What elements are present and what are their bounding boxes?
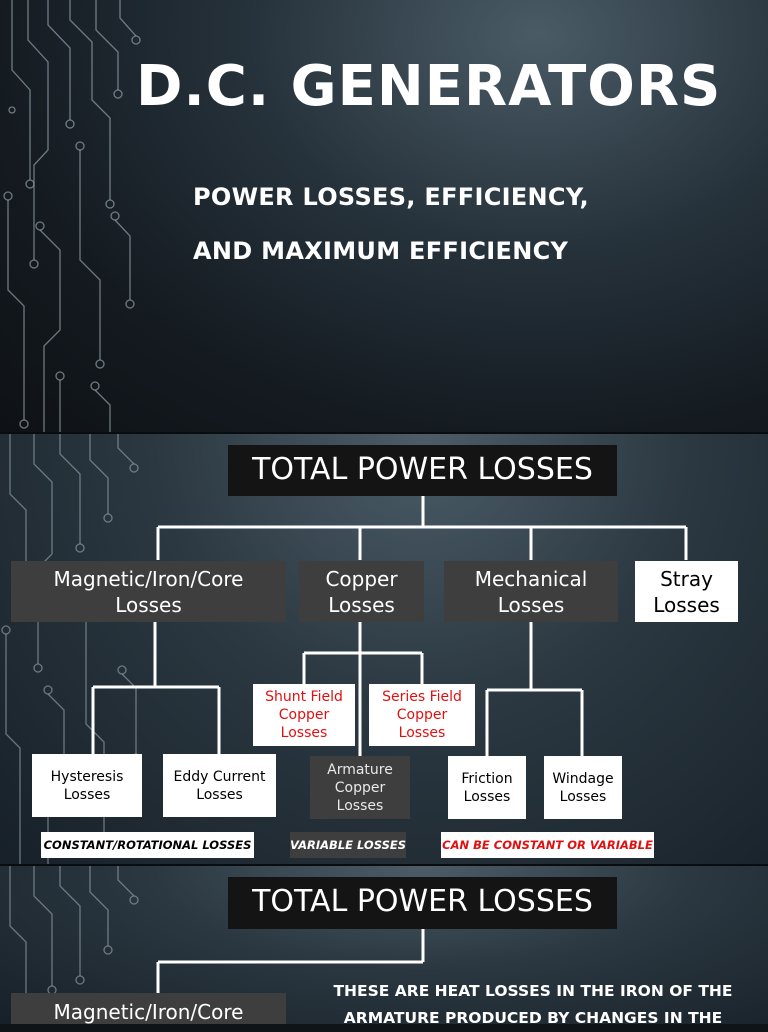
- copper-losses-box: Copper Losses: [299, 561, 424, 622]
- windage-losses-box: Windage Losses: [544, 756, 622, 819]
- magnetic-losses-slide: TOTAL POWER LOSSES Magnetic/Iron/Core: [0, 866, 768, 1024]
- armature-copper-losses-box: Armature Copper Losses: [310, 756, 410, 819]
- subtitle-line-2: AND MAXIMUM EFFICIENCY: [193, 237, 569, 265]
- slide3-connectors: [156, 929, 425, 994]
- slide-divider: [0, 864, 768, 866]
- title-slide: D.C. GENERATORS POWER LOSSES, EFFICIENCY…: [0, 0, 768, 432]
- constant-rotational-losses-tag: CONSTANT/ROTATIONAL LOSSES: [41, 832, 254, 858]
- magnetic-iron-core-box: Magnetic/Iron/Core: [11, 993, 286, 1024]
- total-power-losses-header: TOTAL POWER LOSSES: [228, 445, 617, 496]
- variable-losses-tag: VARIABLE LOSSES: [290, 832, 406, 858]
- circuit-decoration-icon: [9, 866, 139, 1024]
- diagram-connectors: [91, 496, 688, 756]
- hysteresis-losses-box: Hysteresis Losses: [32, 754, 142, 817]
- circuit-decoration-icon: [3, 0, 141, 432]
- total-power-losses-header: TOTAL POWER LOSSES: [228, 877, 617, 929]
- eddy-current-losses-box: Eddy Current Losses: [163, 754, 276, 817]
- series-field-copper-losses-label: Series Field Copper Losses: [382, 689, 462, 741]
- slide-divider: [0, 432, 768, 434]
- magnetic-losses-description: THESE ARE HEAT LOSSES IN THE IRON OF THE…: [333, 982, 733, 1027]
- constant-or-variable-tag: CAN BE CONSTANT OR VARIABLE: [441, 832, 654, 858]
- subtitle-line-1: POWER LOSSES, EFFICIENCY,: [193, 183, 589, 211]
- shunt-field-copper-losses-label: Shunt Field Copper Losses: [265, 689, 343, 741]
- slide-title: D.C. GENERATORS: [136, 54, 722, 119]
- shunt-field-copper-losses-box: Shunt Field Copper Losses: [253, 684, 355, 746]
- stray-losses-box: Stray Losses: [635, 561, 738, 622]
- magnetic-iron-core-losses-box: Magnetic/Iron/Core Losses: [11, 561, 286, 622]
- friction-losses-box: Friction Losses: [448, 756, 526, 819]
- losses-diagram-slide: TOTAL POWER LOSSES Magnetic/Iron/Core Lo…: [0, 434, 768, 864]
- mechanical-losses-box: Mechanical Losses: [444, 561, 618, 622]
- series-field-copper-losses-box: Series Field Copper Losses: [369, 684, 475, 746]
